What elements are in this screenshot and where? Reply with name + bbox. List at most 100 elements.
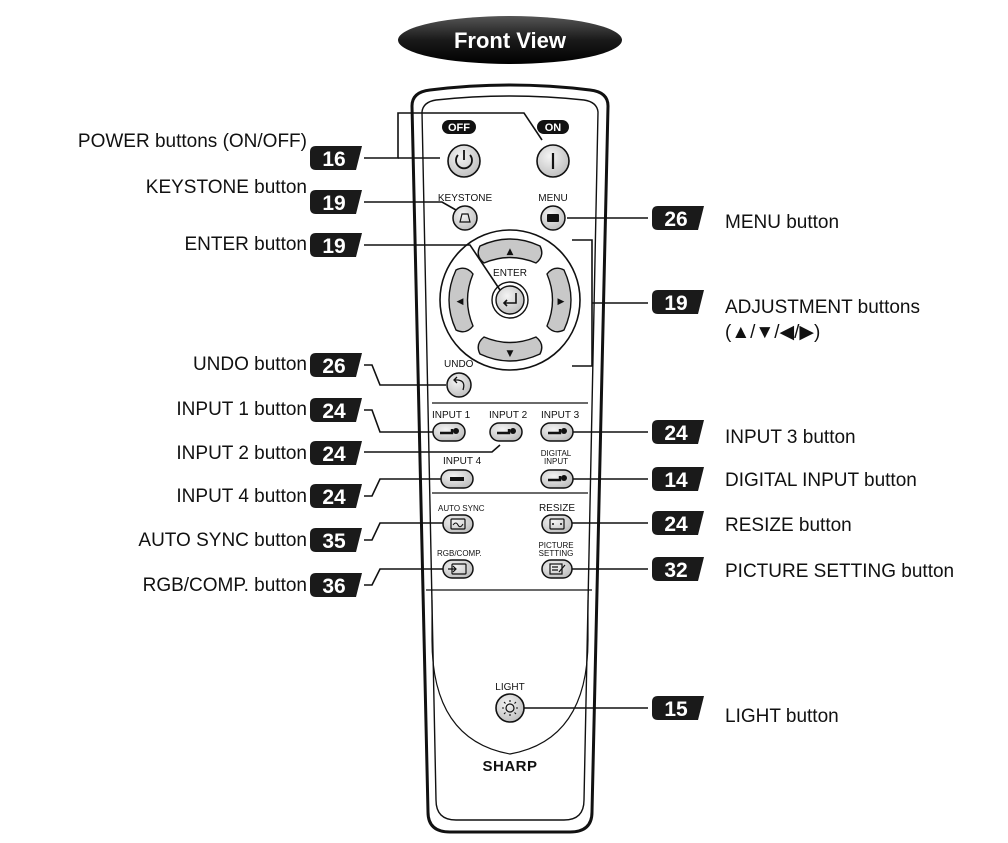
undo-icon <box>453 376 465 391</box>
label-enter-button: ENTER button <box>184 234 308 255</box>
auto-sync-label: AUTO SYNC <box>438 504 485 513</box>
label-input2-button: INPUT 2 button <box>176 443 307 464</box>
picture-setting-label-2: SETTING <box>539 549 574 558</box>
digital-input-label-1: DIGITAL <box>541 449 572 458</box>
page-ref-number: 32 <box>664 559 687 582</box>
page-ref-number: 24 <box>664 513 688 536</box>
page-ref-number: 19 <box>664 292 687 315</box>
page-ref-number: 26 <box>664 208 687 231</box>
page-ref-number: 24 <box>322 486 346 509</box>
input4-label: INPUT 4 <box>443 456 482 467</box>
label-rgb-comp-button: RGB/COMP. button <box>142 575 307 596</box>
page-ref-number: 14 <box>664 469 688 492</box>
page-ref-badge: 24 <box>652 420 704 445</box>
page-ref-badge: 19 <box>310 190 362 215</box>
menu-button[interactable] <box>540 205 566 231</box>
input3-label: INPUT 3 <box>541 410 580 421</box>
leader-lines-right <box>524 217 648 709</box>
enter-button[interactable] <box>491 281 529 319</box>
power-off-button[interactable] <box>447 144 481 178</box>
auto-sync-icon <box>450 518 466 530</box>
page-ref-badge: 19 <box>652 290 704 315</box>
page-title: Front View <box>454 28 567 53</box>
input2-button[interactable] <box>489 422 523 442</box>
input2-label: INPUT 2 <box>489 410 528 421</box>
digital-input-button[interactable] <box>540 469 574 489</box>
input3-button[interactable] <box>540 422 574 442</box>
title-badge: Front View <box>398 16 622 64</box>
page-ref-badge: 26 <box>652 206 704 231</box>
resize-label: RESIZE <box>539 503 575 514</box>
page-ref-number: 15 <box>664 698 688 721</box>
page-ref-badge: 15 <box>652 696 704 721</box>
keystone-button[interactable] <box>452 205 478 231</box>
badges-left: 16 19 19 26 24 24 24 35 36 <box>310 146 362 598</box>
label-digital-input-button: DIGITAL INPUT button <box>725 470 917 491</box>
label-keystone-button: KEYSTONE button <box>145 177 307 198</box>
label-adjustment-arrows: (▲/▼/◀/▶) <box>725 322 821 343</box>
page-ref-number: 35 <box>322 530 346 553</box>
page-ref-number: 26 <box>322 355 345 378</box>
page-ref-number: 36 <box>322 575 345 598</box>
keystone-label: KEYSTONE <box>438 193 493 204</box>
dpad-left-button[interactable]: ◀ <box>448 267 474 333</box>
page-ref-number: 19 <box>322 192 345 215</box>
page-ref-number: 24 <box>664 422 688 445</box>
sharp-logo: SHARP <box>482 758 537 775</box>
on-tag: ON <box>537 120 569 134</box>
input4-button[interactable] <box>440 469 474 489</box>
light-label: LIGHT <box>495 682 524 693</box>
page-ref-badge: 24 <box>310 441 362 466</box>
label-resize-button: RESIZE button <box>725 515 852 536</box>
rgb-comp-button[interactable] <box>442 559 474 579</box>
light-button[interactable] <box>495 693 525 723</box>
dpad-right-button[interactable]: ▶ <box>546 267 572 333</box>
enter-icon <box>502 293 517 307</box>
label-input3-button: INPUT 3 button <box>725 427 856 448</box>
page-ref-badge: 14 <box>652 467 704 492</box>
enter-label: ENTER <box>493 268 527 279</box>
input-plug-icon <box>497 429 511 435</box>
svg-text:OFF: OFF <box>448 122 470 134</box>
label-input1-button: INPUT 1 button <box>176 399 307 420</box>
input-plug-icon <box>440 429 454 435</box>
dpad-down-button[interactable]: ▼ <box>477 336 543 362</box>
digital-input-label-2: INPUT <box>544 457 568 466</box>
input-plug-icon <box>548 476 562 482</box>
leader-lines <box>364 112 543 586</box>
arrow-down-icon: ▼ <box>507 349 514 359</box>
page-ref-badge: 32 <box>652 557 704 582</box>
arrow-left-icon: ◀ <box>457 297 464 307</box>
input4-icon <box>450 477 464 481</box>
label-undo-button: UNDO button <box>192 354 307 375</box>
page-ref-badge: 35 <box>310 528 362 553</box>
badges-right: 26 19 24 14 24 32 15 <box>652 206 704 721</box>
menu-label: MENU <box>538 193 567 204</box>
page-ref-badge: 24 <box>310 484 362 509</box>
page-ref-number: 19 <box>322 235 345 258</box>
light-bulb-icon <box>502 700 518 716</box>
picture-setting-label-1: PICTURE <box>538 541 573 550</box>
label-input4-button: INPUT 4 button <box>176 486 307 507</box>
label-menu-button: MENU button <box>725 212 840 233</box>
arrow-up-icon: ▲ <box>507 247 514 257</box>
resize-button[interactable] <box>541 514 573 534</box>
input-plug-icon <box>548 429 562 435</box>
input1-label: INPUT 1 <box>432 410 471 421</box>
page-ref-badge: 26 <box>310 353 362 378</box>
auto-sync-button[interactable] <box>442 514 474 534</box>
undo-label: UNDO <box>444 359 474 370</box>
svg-text:ON: ON <box>545 122 562 134</box>
label-power-buttons: POWER buttons (ON/OFF) <box>77 131 307 152</box>
keystone-icon <box>459 213 471 223</box>
menu-icon <box>547 214 559 222</box>
input1-button[interactable] <box>432 422 466 442</box>
off-tag: OFF <box>442 120 476 134</box>
power-on-button[interactable] <box>536 144 570 178</box>
undo-button[interactable] <box>446 372 472 398</box>
page-ref-badge: 24 <box>310 398 362 423</box>
label-auto-sync-button: AUTO SYNC button <box>138 530 307 551</box>
picture-setting-button[interactable] <box>541 559 573 579</box>
page-ref-badge: 16 <box>310 146 362 171</box>
